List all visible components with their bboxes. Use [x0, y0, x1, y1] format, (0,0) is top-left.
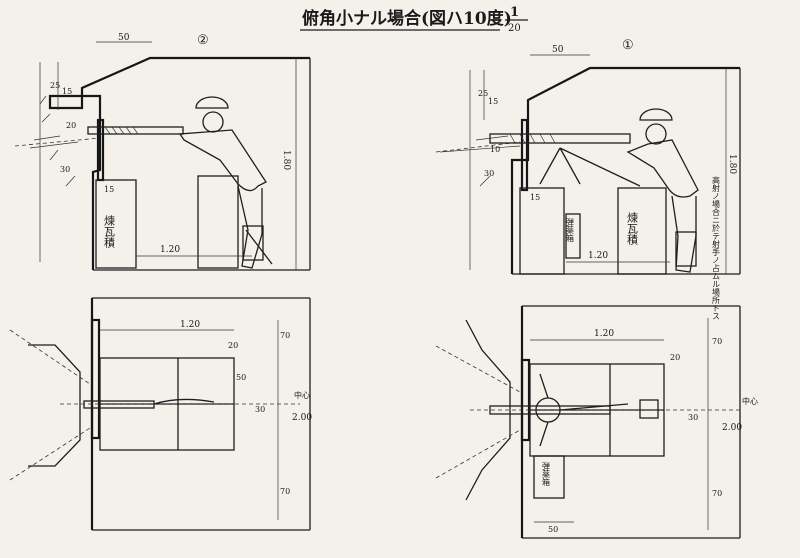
right-plan-gun-breech: [639, 399, 659, 419]
right-plan-dim-c: 30: [688, 413, 698, 422]
left-dim-width-label: 1.20: [160, 245, 180, 255]
right-plan-dim-width: 1.20: [594, 329, 614, 339]
right-side-note: 高射ノ場合ニ於テ射手ノ占ムル場所トス: [712, 175, 721, 320]
left-plan-view: 中心 1.20 2.00 70 20 30 70 50: [9, 297, 312, 531]
right-soldier-figure: [626, 108, 699, 273]
right-mount-post: [520, 118, 529, 192]
left-plan-dim-a: 70: [280, 331, 290, 340]
right-plan-mount-plate: [520, 358, 531, 442]
left-sight-line: [14, 137, 101, 147]
left-plan-dim-block: 50: [236, 373, 246, 382]
left-section-view: 煉瓦積 50 1.80 1.20 25 15 20 30: [14, 33, 311, 271]
right-plan-ammo-box-label: 弾薬箱: [542, 461, 551, 487]
right-drawing-marker: ①: [622, 38, 634, 53]
right-sight-line: [435, 141, 521, 153]
scale-denominator: 20: [508, 23, 521, 34]
drawing-title: 俯角小ナル場合(図ハ10度): [302, 8, 512, 29]
right-plan-ammo-box: [533, 455, 565, 499]
right-ammo-box-label: 弾薬箱: [566, 217, 575, 243]
left-dim-top-label: 50: [118, 33, 130, 43]
right-block-label: 煉瓦積: [626, 212, 639, 246]
right-plan-dim-a: 70: [712, 337, 722, 346]
left-plan-mount-plate: [90, 318, 101, 440]
right-plan-embrasure: [465, 319, 511, 501]
right-plan-view: 中心 弾薬箱 1.20 2.00 70 20 30 70 50: [435, 305, 758, 539]
left-stool: [197, 175, 239, 269]
left-brick-block: [95, 179, 137, 269]
right-plan-dim-total: 2.00: [722, 423, 742, 433]
right-ammo-box: [565, 213, 581, 259]
right-earth-hatch: [439, 70, 521, 270]
right-drawing: ① 弾薬箱: [435, 38, 758, 539]
left-soldier-figure: [178, 96, 273, 269]
right-dim-col-b: 30: [484, 169, 494, 178]
left-plan-gun: [83, 400, 155, 409]
left-plan-dim-d: 70: [280, 487, 290, 496]
left-dim-col-a: 20: [66, 121, 76, 130]
right-section-view: 弾薬箱 煉瓦積 高射ノ場合ニ於テ射手ノ占ムル場所トス 50 1.80 1.20 …: [435, 45, 741, 320]
right-gun-body: [489, 133, 631, 144]
left-dim-depth-mid: 15: [62, 87, 72, 96]
right-plan-dim-b: 20: [670, 353, 680, 362]
right-dim-width-label: 1.20: [588, 251, 608, 261]
right-stool: [617, 187, 667, 275]
left-plan-dim-c: 30: [255, 405, 265, 414]
right-dim-depth-mid: 15: [488, 97, 498, 106]
left-block-label: 煉瓦積: [103, 215, 116, 249]
right-brick-block: [519, 187, 565, 275]
left-gun-barrel: [87, 126, 184, 135]
left-plan-dim-width: 1.20: [180, 320, 200, 330]
left-plan-dim-total: 2.00: [292, 413, 312, 423]
right-dim-depth-upper: 25: [478, 89, 488, 98]
left-earth-hatch: [29, 62, 79, 262]
right-plan-dim-d: 70: [712, 489, 722, 498]
right-dim-col-a: 10: [490, 145, 500, 154]
left-dim-col-b: 30: [60, 165, 70, 174]
right-dim-height-label: 1.80: [727, 154, 737, 174]
right-plan-center-label: 中心: [742, 396, 758, 406]
right-dim-block-width: 15: [530, 193, 540, 202]
left-dim-block-width: 15: [104, 185, 114, 194]
left-dim-depth-upper: 25: [50, 81, 60, 90]
left-plan-dim-b: 20: [228, 341, 238, 350]
left-drawing-marker: ②: [197, 33, 209, 48]
right-dim-top-label: 50: [552, 45, 564, 55]
left-parapet-outline: [48, 56, 310, 270]
left-drawing: ②: [9, 33, 312, 531]
left-plan-center-label: 中心: [294, 390, 310, 400]
left-plan-embrasure: [28, 344, 81, 467]
scale-numerator: 1: [510, 5, 519, 20]
right-tripod: [539, 147, 641, 187]
left-dim-height-label: 1.80: [281, 150, 291, 170]
right-plan-dim-base: 50: [548, 525, 558, 534]
